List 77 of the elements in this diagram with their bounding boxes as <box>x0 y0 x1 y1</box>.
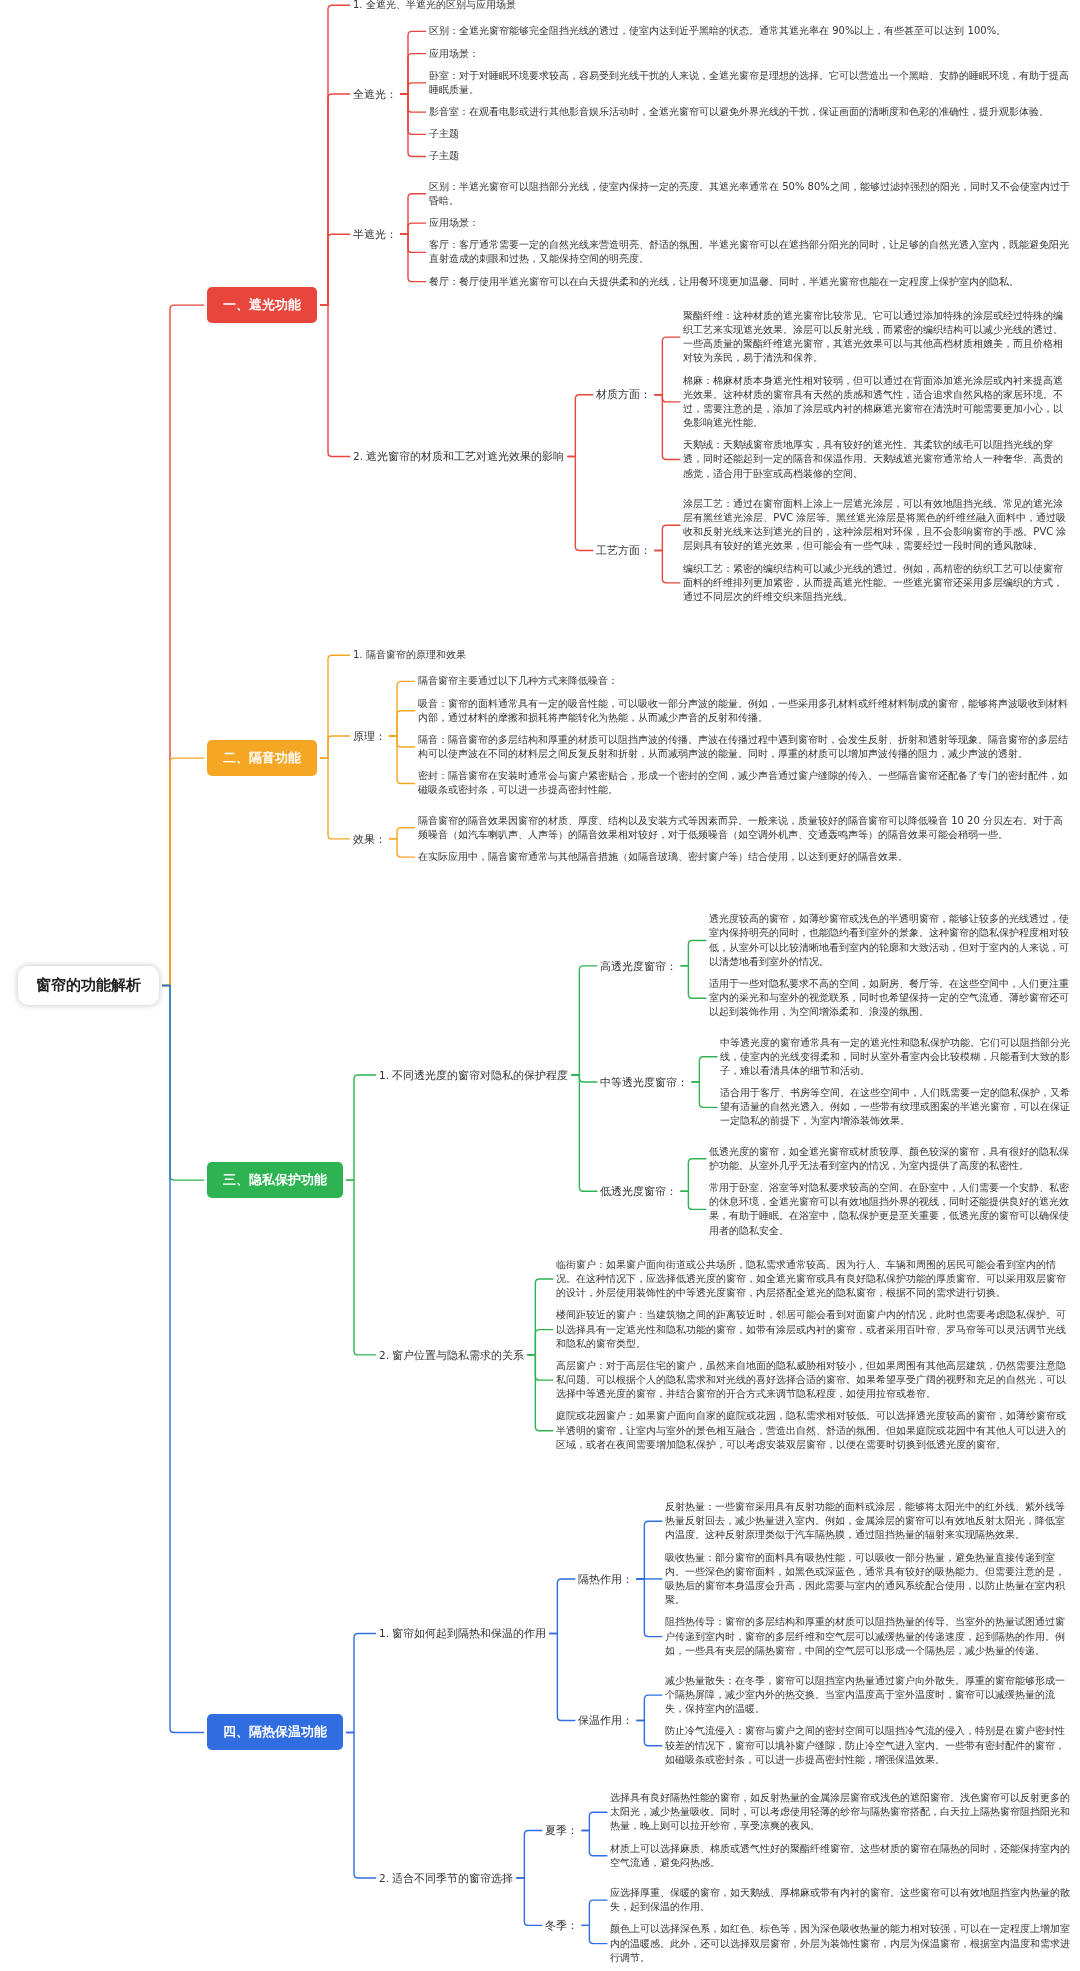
topic-text: 隔音窗帘主要通过以下几种方式来降低噪音： <box>418 674 1072 689</box>
connector-line <box>580 1829 609 1857</box>
topic-text: 应选择厚重、保暖的窗帘，如天鹅绒、厚棉麻或带有内衬的窗帘。这些窗帘可以有效地阻挡室内热量的散失，起到保温的作用。 <box>610 1885 1072 1915</box>
topic-text: 在实际应用中，隔音窗帘通常与其他隔音措施（如隔音玻璃、密封窗户等）结合使用，以达到更好的隔音效果。 <box>418 850 1072 865</box>
connector-line <box>161 984 205 1734</box>
topic-text: 棉麻：棉麻材质本身遮光性相对较弱，但可以通过在背面添加遮光涂层或内衬来提高遮光效果。这种材质的窗帘具有天然的质感和透气性，适合追求自然风格的家居环境。不过，需要注意的是，添加了涂层或内衬的棉麻遮光窗帘在清洗时可能需要更加小心，以免影响遮光性能。 <box>683 373 1072 431</box>
topic-text: 吸音：窗帘的面料通常具有一定的吸音性能，可以吸收一部分声波的能量。例如，一些采用多孔材料或纤维材料制成的窗帘，能够将声波吸收到材料内部，通过材料的摩擦和损耗将声能转化为热能，从而减少声音的反射和传播。 <box>418 696 1072 725</box>
topic-text: 中等透光度的窗帘通常具有一定的遮光性和隐私保护功能。它们可以阻挡部分光线，使室内的光线变得柔和，同时从室外看室内会比较模糊，只能看到大致的影子，难以看清具体的细节和活动。 <box>720 1035 1072 1079</box>
connector-line <box>635 1719 664 1747</box>
topic-text: 天鹅绒：天鹅绒窗帘质地厚实，具有较好的遮光性。其柔软的绒毛可以阻挡光线的穿透，同时还能起到一定的隔音和保温作用。天鹅绒遮光窗帘通常给人一种奢华、高贵的感觉，适合用于卧室或高档装修的空间。 <box>683 438 1072 481</box>
topic-text: 区别：全遮光窗帘能够完全阻挡光线的透过，使室内达到近乎黑暗的状态。通常其遮光率在 90%以上，有些甚至可以达到 100%。 <box>429 24 1072 39</box>
topic-text: 高层窗户：对于高层住宅的窗户，虽然来自地面的隐私威胁相对较小，但如果周围有其他高层建筑，仍然需要注意隐私问题。可以根据个人的隐私需求和对光线的喜好选择合适的窗帘。如果希望享受广阔的视野和充足的自然光，可以选择中等透光度的窗帘，并结合窗帘的开合方式来调节隐私程度，如使用拉帘或卷帘。 <box>556 1358 1072 1402</box>
topic-text: 常用于卧室、浴室等对隐私要求较高的空间。在卧室中，人们需要一个安静、私密的休息环境，全遮光窗帘可以有效地阻挡外界的视线，同时还能提供良好的遮光效果，有助于睡眠。在浴室中，隐私保护更是至关重要，低透光度的窗帘可以确保使用者的隐私安全。 <box>709 1181 1072 1238</box>
central-topic: 窗帘的功能解析 <box>18 966 159 1005</box>
topic-text: 1. 全遮光、半遮光的区别与应用场景 <box>353 0 1072 13</box>
connector-line <box>399 233 427 283</box>
topic-text: 选择具有良好隔热性能的窗帘，如反射热量的金属涂层窗帘或浅色的遮阳窗帘。浅色窗帘可以反射更多的太阳光，减少热量吸收。同时，可以考虑使用轻薄的纱帘与隔热窗帘搭配，白天拉上隔热窗帘阻挡阳光和热量，晚上则可以拉开纱帘，享受凉爽的夜风。 <box>610 1791 1072 1834</box>
topic-text: 密封：隔音窗帘在安装时通常会与窗户紧密贴合，形成一个密封的空间，减少声音通过窗户缝隙的传入。一些隔音窗帘还配备了专门的密封配件，如磁吸条或密封条，可以进一步提高密封性能。 <box>418 769 1072 798</box>
topic-label: 保温作用： <box>578 1713 634 1728</box>
topic-label: 高透光度窗帘： <box>600 958 678 974</box>
connector-line <box>679 965 708 999</box>
connector-line <box>388 838 416 858</box>
topic-text: 防止冷气流侵入：窗帘与窗户之间的密封空间可以阻挡冷气流的侵入，特别是在窗户密封性较差的情况下，窗帘可以填补窗户缝隙，防止冷空气进入室内。一些带有密封配件的窗帘，如磁吸条或密封条，可以进一步提高密封性能，增强保温效果。 <box>665 1724 1072 1767</box>
topic-text: 适用于一些对隐私要求不高的空间，如厨房、餐厅等。在这些空间中，人们更注重室内的采光和与室外的视觉联系，同时也希望保持一定的空气流通。薄纱窗帘还可以起到装饰作用，为空间增添柔和、浪漫的氛围。 <box>709 976 1072 1020</box>
connector-line <box>653 549 682 584</box>
main-topic: 一、遮光功能 <box>207 287 317 324</box>
topic-label: 子主题 <box>429 127 1072 142</box>
topic-text: 庭院或花园窗户：如果窗户面向自家的庭院或花园，隐私需求相对较低。可以选择透光度较高的窗帘，如薄纱窗帘或半透明的窗帘，让室内与室外的景色相互融合，营造出自然、舒适的氛围。但如果庭院或花园中有其他人可以进入的区域，或者在夜间需要增加隐私保护，可以考虑安装双层窗帘，以便在需要时切换到低透光度的窗帘。 <box>556 1409 1072 1452</box>
topic-label: 全遮光： <box>353 86 397 102</box>
connector-line <box>319 757 351 840</box>
topic-label: 1. 隔音窗帘的原理和效果 <box>353 648 1072 663</box>
topic-label: 工艺方面： <box>596 543 652 558</box>
topic-label: 夏季： <box>545 1823 579 1838</box>
topic-label: 1. 窗帘如何起到隔热和保温的作用 <box>379 1626 547 1641</box>
topic-text: 影音室：在观看电影或进行其他影音娱乐活动时，全遮光窗帘可以避免外界光线的干扰，保证画面的清晰度和色彩的准确性，提升观影体验。 <box>429 105 1072 120</box>
topic-label: 隔热作用： <box>578 1571 634 1587</box>
connector-line <box>580 1924 609 1945</box>
topic-label: 子主题 <box>429 149 1072 164</box>
topic-text: 颜色上可以选择深色系，如红色、棕色等，因为深色吸收热量的能力相对较强，可以在一定程度上增加室内的温暖感。此外，还可以选择双层窗帘，外层为装饰性窗帘，内层为保温窗帘，根据室内温度和需求进行调节。 <box>610 1922 1072 1965</box>
topic-text: 反射热量：一些窗帘采用具有反射功能的面料或涂层，能够将太阳光中的红外线、紫外线等热量反射回去，减少热量进入室内。例如，金属涂层的窗帘可以有效地反射太阳光，降低室内温度。这种反射原理类似于汽车隔热膜，通过阻挡热量的辐射来实现隔热效果。 <box>665 1500 1072 1543</box>
topic-label: 半遮光： <box>353 226 397 242</box>
connector-line <box>690 1081 719 1109</box>
topic-label: 低透光度窗帘： <box>600 1183 678 1199</box>
topic-text: 餐厅：餐厅使用半遮光窗帘可以在白天提供柔和的光线，让用餐环境更加温馨。同时，半遮光窗帘也能在一定程度上保护室内的隐私。 <box>429 274 1072 289</box>
topic-label: 2. 窗户位置与隐私需求的关系 <box>379 1347 525 1363</box>
topic-text: 吸收热量：部分窗帘的面料具有吸热性能，可以吸收一部分热量，避免热量直接传递到室内。一些深色的窗帘面料，如黑色或深蓝色，通常具有较好的吸热能力。但需要注意的是，吸热后的窗帘本身温度会升高，因此需要与室内的通风系统配合使用，以防止热量在室内积聚。 <box>665 1550 1072 1608</box>
topic-text: 适合用于客厅、书房等空间。在这些空间中，人们既需要一定的隐私保护，又希望有适量的自然光透入。例如，一些带有纹理或图案的半遮光窗帘，可以在保证一定隐私的前提下，为室内增添装饰效果。 <box>720 1086 1072 1129</box>
topic-text: 材质上可以选择麻质、棉质或透气性好的聚酯纤维窗帘。这些材质的窗帘在隔热的同时，还能保持室内的空气流通，避免闷热感。 <box>610 1841 1072 1870</box>
topic-text: 透光度较高的窗帘，如薄纱窗帘或浅色的半透明窗帘，能够让较多的光线透过，使室内保持明亮的同时，也能隐约看到室外的景象。这种窗帘的隐私保护程度相对较低，从室外可以比较清晰地看到室内的轮廓和大致活动，但对于室内的人来说，可以清楚地看到室外的情况。 <box>709 912 1072 969</box>
topic-text: 聚酯纤维：这种材质的遮光窗帘比较常见。它可以通过添加特殊的涂层或经过特殊的编织工艺来实现遮光效果。涂层可以反射光线，而紧密的编织结构可以减少光线的透过。一些高质量的聚酯纤维遮光窗帘，其遮光效果可以与其他高档材质相媲美，而且价格相对较为亲民，易于清洗和保养。 <box>683 308 1072 366</box>
main-topic: 四、隔热保温功能 <box>207 1714 343 1751</box>
topic-text: 临街窗户：如果窗户面向街道或公共场所，隐私需求通常较高。因为行人、车辆和周围的居民可能会看到室内的情况。在这种情况下，应选择低透光度的窗帘，如全遮光窗帘或具有良好隐私保护功能的厚质窗帘。可以采用双层窗帘的设计，外层使用装饰性的中等透光度窗帘，内层搭配全遮光的隐私窗帘，根据不同的需求进行切换。 <box>556 1257 1072 1301</box>
topic-text: 区别：半遮光窗帘可以阻挡部分光线，使室内保持一定的亮度。其遮光率通常在 50% 80%之间，能够过滤掉强烈的阳光，同时又不会使室内过于昏暗。 <box>429 179 1072 208</box>
topic-text: 楼间距较近的窗户：当建筑物之间的距离较近时，邻居可能会看到对面窗户内的情况，此时也需要考虑隐私保护。可以选择具有一定遮光性和隐私功能的窗帘，如带有涂层或内衬的窗帘，或者采用百叶帘、罗马帘等可以灵活调节光线和隐私的窗帘类型。 <box>556 1308 1072 1351</box>
topic-label: 2. 适合不同季节的窗帘选择 <box>379 1870 514 1886</box>
topic-label: 材质方面： <box>596 387 652 403</box>
main-topic: 三、隐私保护功能 <box>207 1162 343 1199</box>
topic-label: 效果： <box>353 831 386 847</box>
topic-text: 隔音窗帘的隔音效果因窗帘的材质、厚度、结构以及安装方式等因素而异。一般来说，质量较好的隔音窗帘可以降低噪音 10 20 分贝左右。对于高频噪音（如汽车喇叭声、人声等）的隔音效果相对较好，对于低频噪音（如空调外机声、交通轰鸣声等）的隔音效果可能会稍弱一些。 <box>418 813 1072 842</box>
topic-text: 卧室：对于对睡眠环境要求较高，容易受到光线干扰的人来说，全遮光窗帘是理想的选择。它可以营造出一个黑暗、安静的睡眠环境，有助于提高睡眠质量。 <box>429 68 1072 98</box>
topic-label: 冬季： <box>545 1918 579 1933</box>
topic-text: 减少热量散失：在冬季，窗帘可以阻挡室内热量通过窗户向外散失。厚重的窗帘能够形成一个隔热屏障，减少室内外的热交换。当室内温度高于室外温度时，窗帘可以减缓热量的流失，保持室内的温暖。 <box>665 1673 1072 1717</box>
topic-label: 中等透光度窗帘： <box>600 1074 689 1090</box>
topic-label: 原理： <box>353 728 386 744</box>
topic-text: 涂层工艺：通过在窗帘面料上涂上一层遮光涂层，可以有效地阻挡光线。常见的遮光涂层有黑丝遮光涂层、PVC 涂层等。黑丝遮光涂层是将黑色的纤维丝融入面料中，通过吸收和反射光线来达到遮光的目的，这种涂层相对环保，且不会影响窗帘的手感。PVC 涂层则具有较好的遮光效果，但可能会有一些气味，需要经过一段时间的通风散味。 <box>683 496 1072 554</box>
topic-label: 应用场景： <box>429 216 1072 231</box>
topic-label: 应用场景： <box>429 46 1072 61</box>
connector-line <box>679 1190 708 1211</box>
topic-text: 低透光度的窗帘，如全遮光窗帘或材质较厚、颜色较深的窗帘，具有很好的隐私保护功能。从室外几乎无法看到室内的情况，为室内提供了高度的私密性。 <box>709 1144 1072 1173</box>
topic-label: 1. 不同透光度的窗帘对隐私的保护程度 <box>379 1067 569 1083</box>
connector-line <box>515 1877 544 1927</box>
topic-label: 2. 遮光窗帘的材质和工艺对遮光效果的影响 <box>353 449 565 464</box>
topic-text: 客厅：客厅通常需要一定的自然光线来营造明亮、舒适的氛围。半遮光窗帘可以在遮挡部分阳光的同时，让足够的自然光透入室内，既能避免阳光直射造成的刺眼和过热，又能保持空间的明亮度。 <box>429 238 1072 267</box>
main-topic: 二、隔音功能 <box>207 740 317 777</box>
topic-text: 阻挡热传导：窗帘的多层结构和厚重的材质可以阻挡热量的传导。当室外的热量试图通过窗户传递到室内时，窗帘的多层纤维和空气层可以减缓热量的传递速度，起到隔热的作用。例如，一些具有夹层的隔热窗帘，中间的空气层可以形成一个隔热层，减少热量的传递。 <box>665 1615 1072 1658</box>
topic-text: 隔音：隔音窗帘的多层结构和厚重的材质可以阻挡声波的传播。声波在传播过程中遇到窗帘时，会发生反射、折射和透射等现象。隔音窗帘的多层结构可以使声波在不同的材料层之间反复反射和折射，从而减弱声波的能量。同时，厚重的材质可以增加声波传播的阻力，减少声波的透射。 <box>418 732 1072 762</box>
topic-text: 编织工艺：紧密的编织结构可以减少光线的透过。例如，高精密的纺织工艺可以使窗帘面料的纤维排列更加紧密，从而提高遮光性能。一些遮光窗帘还采用多层编织的方式，通过不同层次的纤维交织来阻挡光线。 <box>683 561 1072 605</box>
